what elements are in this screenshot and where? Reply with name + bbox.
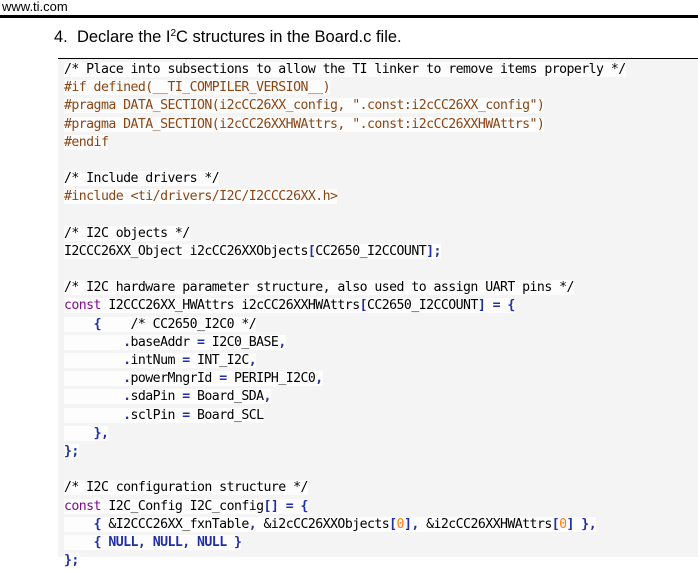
code-line: /* I2C objects */ [64,225,190,241]
code-line: { &I2CCC26XX_fxnTable, &i2cCC26XXObjects… [64,516,626,534]
code-line: /* I2C configuration structure */ [64,480,308,496]
step-text-before: Declare the I [76,28,171,46]
code-line: #pragma DATA_SECTION(i2cCC26XX_config, "… [64,98,545,114]
code-line [64,461,626,479]
code-line: I2CCC26XX_Object i2cCC26XXObjects[CC2650… [64,243,441,259]
code-line [64,261,626,279]
code-line: .intNum = INT_I2C, [64,352,626,370]
code-line: }; [64,553,79,569]
code-block: /* Place into subsections to allow the T… [64,61,626,570]
code-line: #pragma DATA_SECTION(i2cCC26XXHWAttrs, "… [64,116,545,132]
code-line: #include <ti/drivers/I2C/I2CCC26XX.h> [64,189,338,205]
code-line: .sdaPin = Board_SDA, [64,388,626,406]
code-line: const I2C_Config I2C_config[] = { [64,498,308,514]
code-line: const I2CCC26XX_HWAttrs i2cCC26XXHWAttrs… [64,298,515,314]
code-line [64,152,626,170]
code-line: }; [64,443,79,459]
site-url: www.ti.com [2,0,68,14]
step-superscript: 2 [170,28,177,39]
step-text-after: C structures in the Board.c file. [176,28,402,46]
code-line: .sclPin = Board_SCL [64,407,626,425]
code-line: { /* CC2650_I2C0 */ [64,316,626,334]
code-line: .powerMngrId = PERIPH_I2C0, [64,370,626,388]
code-line: /* I2C hardware parameter structure, als… [64,280,574,296]
step-number: 4. [54,28,68,46]
step-heading: 4. Declare the I2C structures in the Boa… [54,28,402,47]
code-line [64,207,626,225]
code-line: .baseAddr = I2C0_BASE, [64,334,626,352]
code-line: { NULL, NULL, NULL } [64,534,626,552]
code-line: #endif [64,134,109,150]
code-line: /* Place into subsections to allow the T… [64,62,626,77]
code-line: #if defined(__TI_COMPILER_VERSION__) [64,80,331,96]
header-rule [0,15,698,18]
code-line: /* Include drivers */ [64,171,220,187]
code-line: }, [64,425,626,443]
